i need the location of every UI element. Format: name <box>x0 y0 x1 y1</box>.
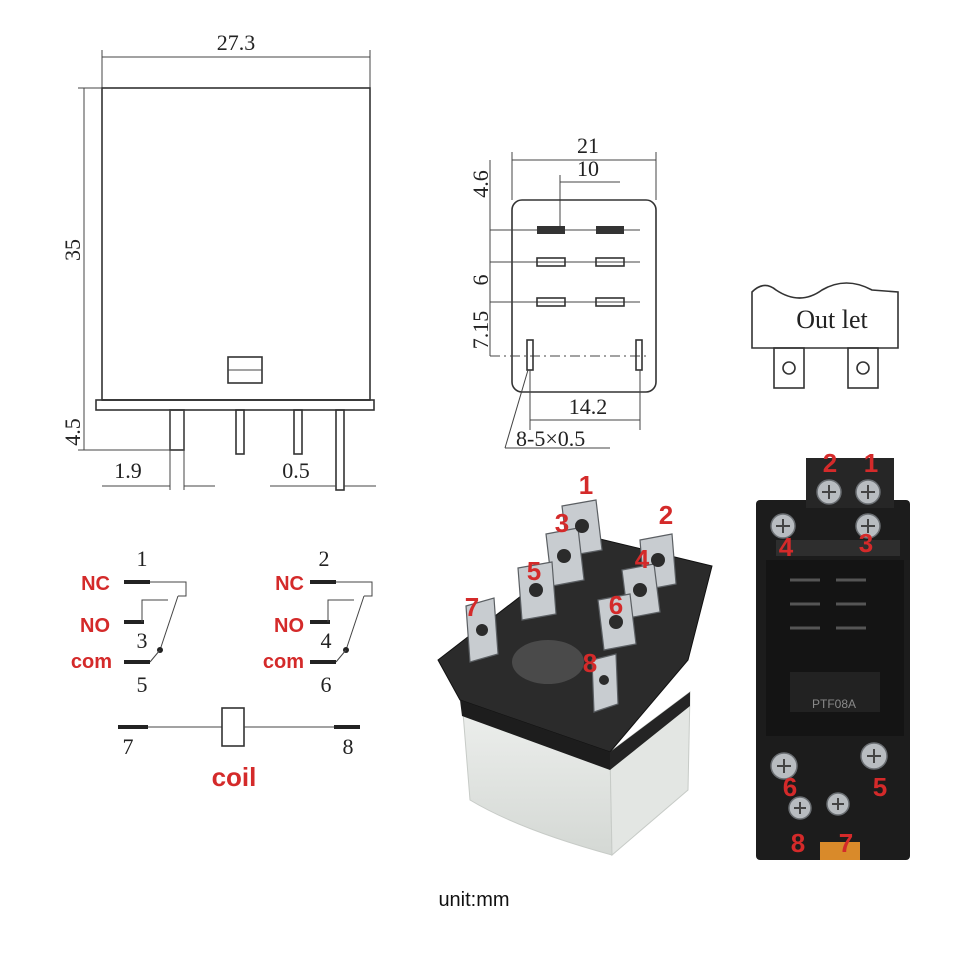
contact-schematic-right: 2 4 6 NC NO com <box>263 546 373 697</box>
socket-pin-label-4: 4 <box>779 532 794 562</box>
socket-pin-label-8: 8 <box>791 828 805 858</box>
outlet-label: Out let <box>796 305 868 334</box>
row-a-label: 4.6 <box>468 170 493 198</box>
socket-pin-label-2: 2 <box>823 448 837 478</box>
socket-pin-label-1: 1 <box>864 448 878 478</box>
relay-photo: 1 2 3 4 5 6 7 8 <box>437 470 713 857</box>
bottom-view-drawing: 21 10 4.6 6 7.15 14.2 8-5×0.5 <box>468 133 657 451</box>
socket-pin-label-7: 7 <box>839 828 853 858</box>
pin-length-label: 4.5 <box>60 418 85 446</box>
row-b-label: 6 <box>468 275 493 286</box>
socket-pin-label-6: 6 <box>783 772 797 802</box>
bottom-inner-label: 10 <box>577 156 599 181</box>
unit-label: unit:mm <box>438 889 509 911</box>
socket-model-label: PTF08A <box>812 697 856 711</box>
coil-pin-7: 7 <box>123 734 134 759</box>
socket-pin-label-5: 5 <box>873 772 887 802</box>
socket-pin-label-3: 3 <box>859 528 873 558</box>
socket-photo: PTF08A 2 1 4 3 6 5 8 7 <box>756 448 910 860</box>
com-label-right: com <box>263 651 304 673</box>
front-height-label: 35 <box>60 239 85 261</box>
pin-thickness-label: 0.5 <box>282 458 310 483</box>
relay-pin-label-4: 4 <box>635 544 650 574</box>
front-width-label: 27.3 <box>217 30 256 55</box>
schem-pin-5: 5 <box>137 672 148 697</box>
nc-label-right: NC <box>275 573 304 595</box>
relay-pin-label-2: 2 <box>659 500 673 530</box>
front-view-drawing: 27.3 35 4.5 1.9 0.5 <box>60 30 376 491</box>
relay-pin-label-8: 8 <box>583 648 597 678</box>
no-label-right: NO <box>274 615 304 637</box>
relay-pin-label-5: 5 <box>527 556 541 586</box>
row-c-label: 7.15 <box>468 311 493 350</box>
schem-pin-6: 6 <box>321 672 332 697</box>
relay-pin-label-3: 3 <box>555 508 569 538</box>
coil-pin-8: 8 <box>343 734 354 759</box>
relay-pin-label-6: 6 <box>609 590 623 620</box>
relay-pin-label-7: 7 <box>465 592 479 622</box>
pin-spec-label: 8-5×0.5 <box>516 426 585 451</box>
coil-schematic: 7 8 coil <box>118 707 360 792</box>
pin-offset-label: 1.9 <box>114 458 142 483</box>
schem-pin-1: 1 <box>137 546 148 571</box>
nc-label-left: NC <box>81 573 110 595</box>
relay-pin-label-1: 1 <box>579 470 593 500</box>
coil-spacing-label: 14.2 <box>569 394 608 419</box>
com-label-left: com <box>71 651 112 673</box>
coil-label: coil <box>212 762 257 792</box>
bottom-width-label: 21 <box>577 133 599 158</box>
outlet-icon: Out let <box>751 282 899 389</box>
schem-pin-3: 3 <box>137 628 148 653</box>
schem-pin-2: 2 <box>319 546 330 571</box>
schem-pin-4: 4 <box>321 628 332 653</box>
no-label-left: NO <box>80 615 110 637</box>
contact-schematic-left: 1 3 5 NC NO com <box>71 546 187 697</box>
